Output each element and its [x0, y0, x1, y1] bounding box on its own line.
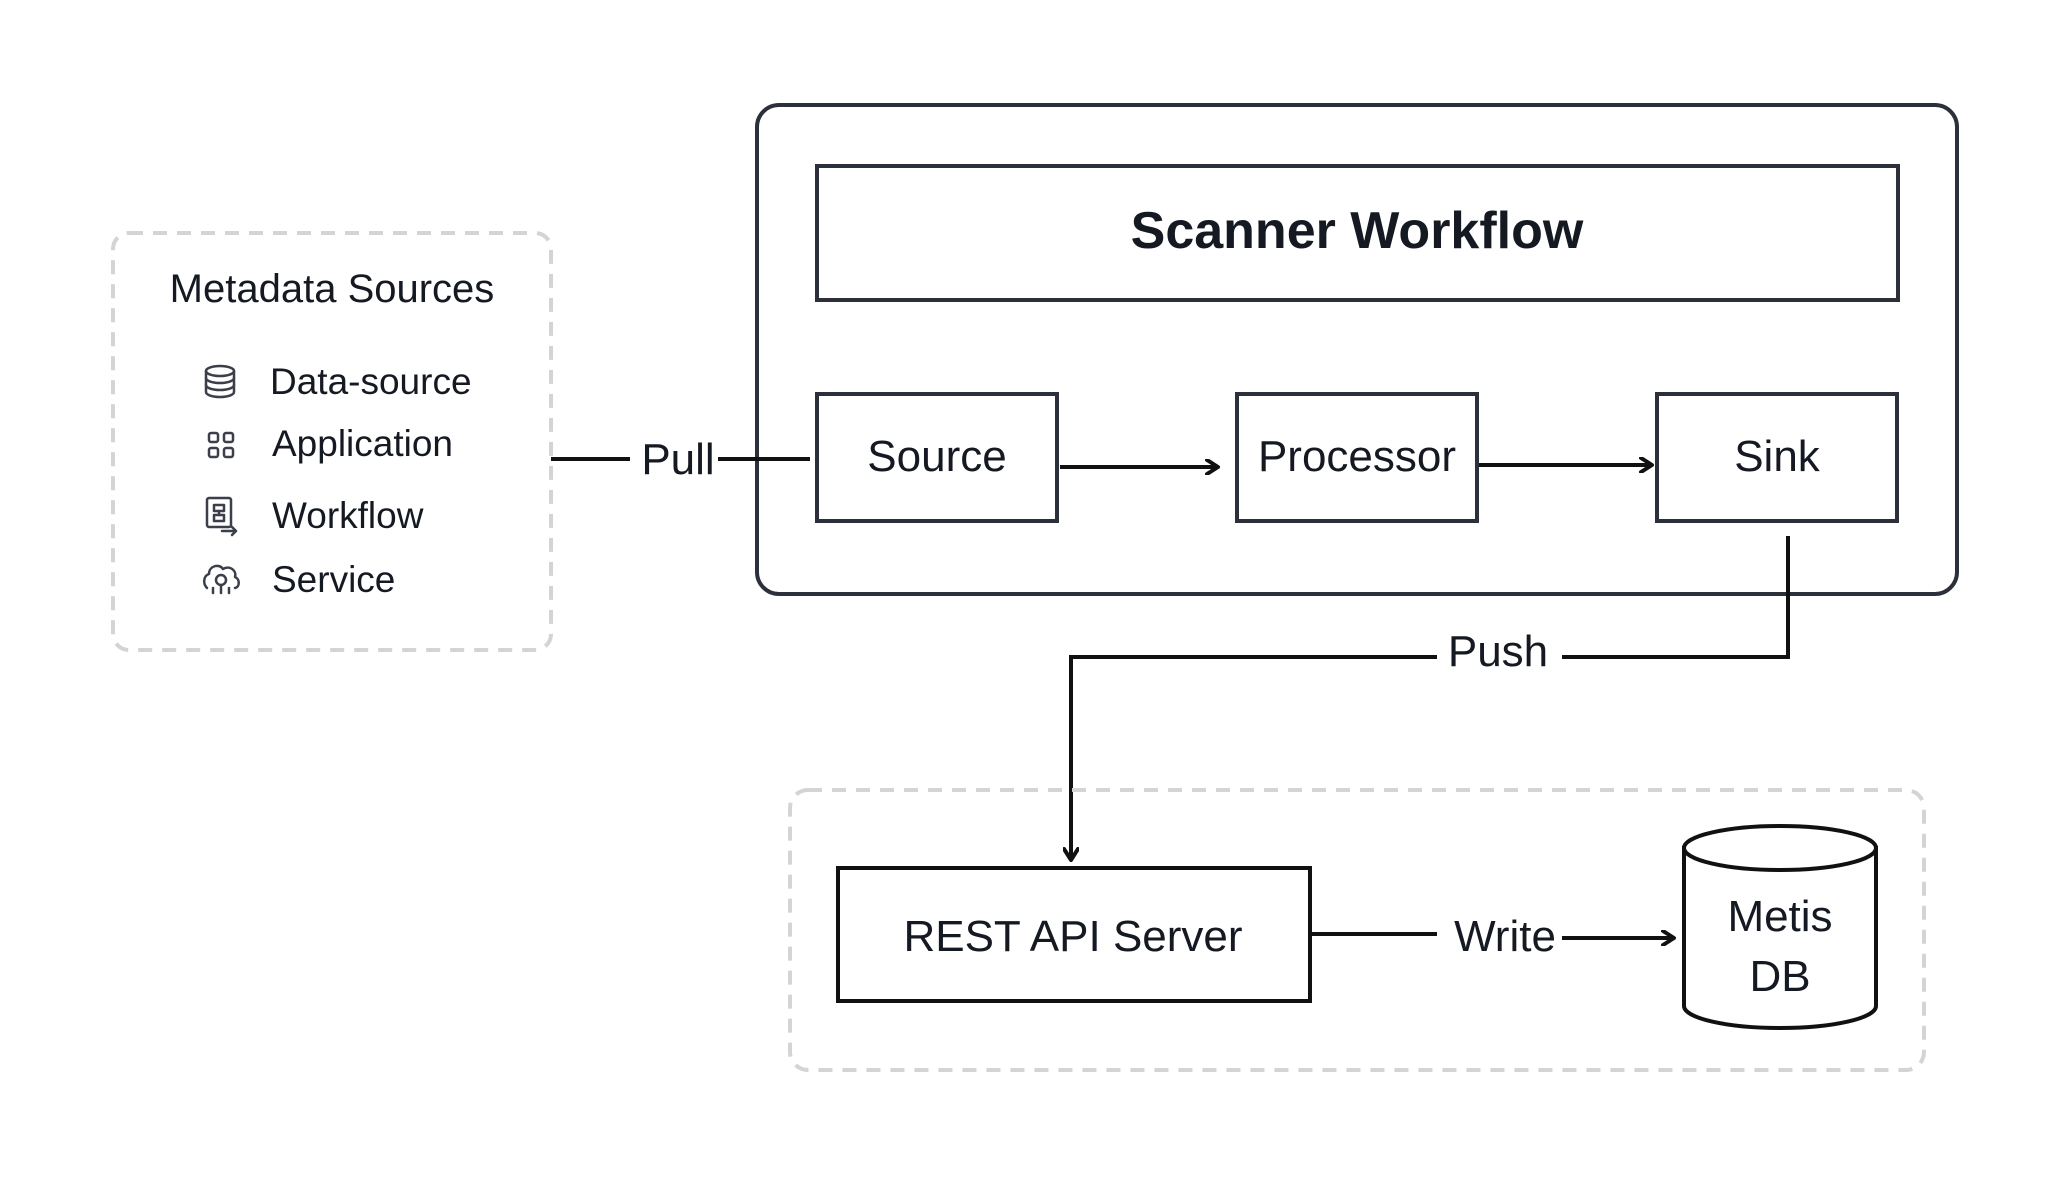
push-label: Push [1448, 627, 1548, 676]
pull-label: Pull [641, 435, 714, 484]
metis-db-cylinder [1682, 824, 1878, 1030]
scanner-title-box [815, 164, 1900, 302]
source-label: Source [867, 432, 1006, 481]
push-line-right [1562, 536, 1790, 659]
metis-db-label-line1: Metis [1727, 892, 1832, 941]
source-item-workflow: Workflow [272, 495, 424, 536]
metis-db-label-line2: DB [1749, 952, 1810, 1001]
sink-box [1655, 392, 1899, 523]
sink-label: Sink [1734, 432, 1821, 481]
source-item-service: Service [272, 559, 395, 600]
source-item-application: Application [272, 423, 453, 464]
metadata-sources-title: Metadata Sources [170, 267, 495, 311]
push-line-left [1071, 655, 1437, 860]
source-box [815, 392, 1059, 523]
scanner-title: Scanner Workflow [1131, 202, 1584, 260]
database-icon [204, 364, 236, 399]
rest-api-server-label: REST API Server [903, 912, 1242, 961]
service-icon [203, 564, 240, 595]
metadata-sources-group: Metadata Sources Data-source Application… [111, 231, 553, 652]
rest-api-server-box [836, 866, 1312, 1003]
source-item-data-source: Data-source [270, 361, 472, 402]
write-label: Write [1454, 912, 1556, 961]
workflow-icon [205, 496, 238, 537]
storage-group: REST API Server Write Metis DB [788, 788, 1926, 1072]
processor-box [1235, 392, 1479, 523]
grid-icon [207, 431, 235, 459]
processor-label: Processor [1258, 432, 1456, 481]
